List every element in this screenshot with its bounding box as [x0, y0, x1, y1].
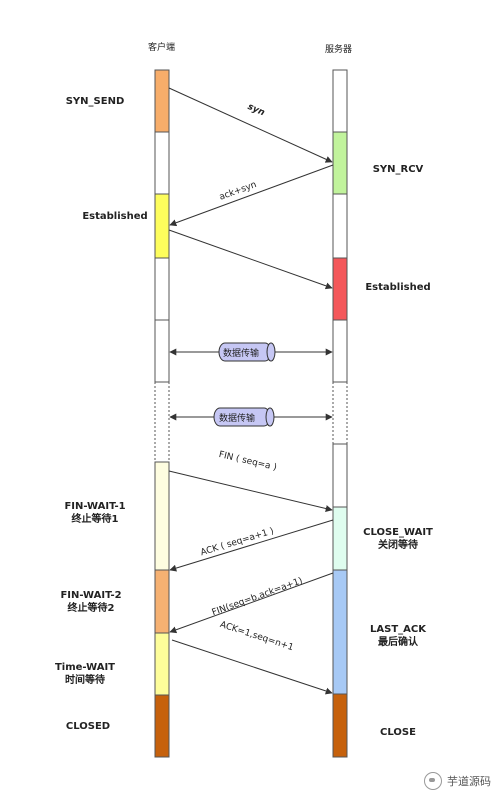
- client-time-wait-bar: [154, 632, 170, 696]
- client-state-established: Established: [75, 210, 155, 223]
- client-data-bar-2: [154, 319, 170, 383]
- server-state-close: CLOSE: [358, 726, 438, 739]
- client-state-fin-wait-2: FIN-WAIT-2 终止等待2: [51, 589, 131, 615]
- server-close-bar: [332, 693, 348, 758]
- fin-server-label: FIN(seq=b,ack=a+1): [211, 576, 304, 618]
- client-state-time-wait-line-1: Time-WAIT: [54, 662, 115, 673]
- server-data-bar: [332, 319, 348, 383]
- server-state-last-ack-line-2: 最后确认: [378, 637, 418, 648]
- watermark-text: 芋道源码: [447, 775, 491, 788]
- server-syn-rcv-bar: [332, 131, 348, 195]
- data-transfer-label-1: 数据传输: [223, 347, 259, 359]
- ack-fin-arrow: [169, 519, 334, 572]
- client-state-fin-wait-1: FIN-WAIT-1 终止等待1: [55, 500, 135, 526]
- syn-arrow: [168, 87, 333, 163]
- final-ack-label: ACK=1,seq=n+1: [219, 620, 295, 653]
- server-state-syn-rcv-line-1: SYN_RCV: [372, 164, 424, 175]
- server-state-last-ack-line-1: LAST_ACK: [370, 624, 426, 635]
- client-state-time-wait: Time-WAIT 时间等待: [45, 661, 125, 687]
- client-state-established-line-1: Established: [82, 211, 148, 222]
- client-idle-bar: [154, 131, 170, 195]
- client-established-bar: [154, 193, 170, 259]
- server-close-wait-bar: [332, 506, 348, 571]
- client-state-fin-wait-2-line-2: 终止等待2: [67, 603, 115, 614]
- client-state-fin-wait-2-line-1: FIN-WAIT-2: [60, 590, 122, 601]
- client-state-syn-send-line-1: SYN_SEND: [65, 96, 125, 107]
- server-established-bar: [332, 257, 348, 321]
- client-closed-bar: [154, 694, 170, 758]
- data-transfer-pill-2: [213, 407, 275, 427]
- client-syn-send-bar: [154, 69, 170, 133]
- server-state-last-ack: LAST_ACK 最后确认: [358, 623, 438, 649]
- watermark: 芋道源码: [424, 772, 491, 790]
- syn-label: syn: [246, 102, 266, 118]
- server-state-established-line-1: Established: [365, 282, 431, 293]
- data-transfer-label-2: 数据传输: [219, 412, 255, 424]
- wechat-icon: [424, 772, 442, 790]
- server-state-close-wait: CLOSE_WAIT 关闭等待: [358, 526, 438, 552]
- client-header: 客户端: [148, 43, 176, 53]
- client-state-syn-send: SYN_SEND: [55, 95, 135, 108]
- server-state-established: Established: [358, 281, 438, 294]
- client-timeline: [154, 69, 170, 758]
- client-fin-wait-2-bar: [154, 569, 170, 634]
- client-state-closed: CLOSED: [48, 720, 128, 733]
- client-data-bar-1: [154, 257, 170, 321]
- ack-syn-arrow: [169, 164, 334, 227]
- final-ack-arrow: [171, 639, 333, 695]
- server-pre-close-bar: [332, 443, 348, 508]
- server-state-close-wait-line-2: 关闭等待: [378, 540, 418, 551]
- ack-syn-label: ack+syn: [218, 180, 258, 203]
- fin-server-arrow: [169, 572, 334, 634]
- server-state-close-line-1: CLOSE: [380, 727, 416, 738]
- client-state-fin-wait-1-line-1: FIN-WAIT-1: [64, 501, 126, 512]
- client-state-fin-wait-1-line-2: 终止等待1: [71, 514, 119, 525]
- client-state-time-wait-line-2: 时间等待: [65, 675, 105, 686]
- fin-label: FIN ( seq=a ): [218, 450, 278, 473]
- server-last-ack-bar: [332, 569, 348, 695]
- fin-arrow: [168, 470, 333, 512]
- client-state-closed-line-1: CLOSED: [65, 721, 111, 732]
- server-header: 服务器: [325, 45, 353, 55]
- server-timeline: [332, 69, 348, 758]
- server-listen-bar: [332, 69, 348, 133]
- data-transfer-pill-1: [218, 342, 276, 362]
- client-fin-wait-1-bar: [154, 461, 170, 571]
- ack-arrow: [168, 229, 333, 290]
- ack-fin-label: ACK ( seq=a+1 ): [199, 526, 275, 558]
- server-idle-bar: [332, 193, 348, 259]
- server-state-close-wait-line-1: CLOSE_WAIT: [363, 527, 433, 538]
- server-state-syn-rcv: SYN_RCV: [358, 163, 438, 176]
